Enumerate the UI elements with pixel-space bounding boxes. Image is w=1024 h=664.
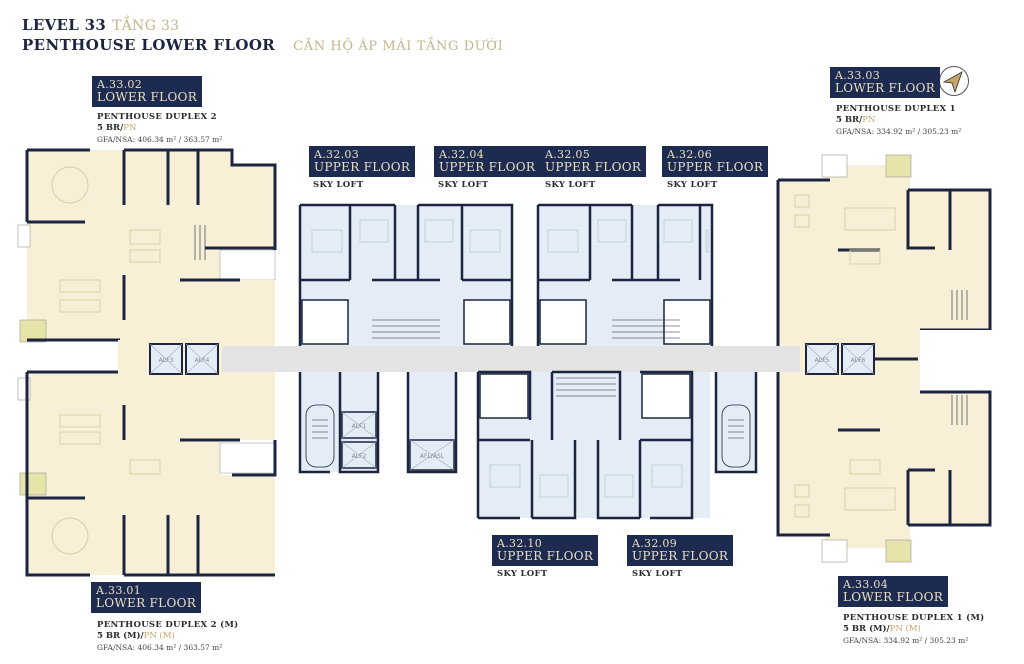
unit-code: A.32.06 xyxy=(667,148,713,161)
unit-code: A.32.05 xyxy=(545,148,591,161)
unit-type: SKY LOFT xyxy=(632,569,683,579)
core-center xyxy=(298,372,758,474)
unit-gfa: GFA/NSA: 334.92 m² / 305.23 m² xyxy=(836,127,962,136)
unit-gfa: GFA/NSA: 334.92 m² / 305.23 m² xyxy=(843,636,969,645)
unit-a3304-plan xyxy=(776,372,992,563)
unit-tag-a3206[interactable]: A.32.06 UPPER FLOOR xyxy=(662,146,769,177)
unit-a3302-plan xyxy=(17,148,277,346)
unit-code: A.32.03 xyxy=(314,148,360,161)
unit-floor: UPPER FLOOR xyxy=(545,160,642,174)
skyloft-top-row xyxy=(298,203,714,346)
unit-code: A.32.04 xyxy=(439,148,485,161)
lift-label-alf5: ALF5 xyxy=(815,357,830,364)
unit-info-a3302: PENTHOUSE DUPLEX 2 5 BR/PN GFA/NSA: 406.… xyxy=(97,112,222,145)
title-block: LEVEL 33 TẦNG 33 PENTHOUSE LOWER FLOOR CĂN… xyxy=(22,16,503,54)
level-title: LEVEL 33 TẦNG 33 xyxy=(22,16,503,34)
unit-gfa: GFA/NSA: 406.34 m² / 363.57 m² xyxy=(97,135,223,144)
unit-name: PENTHOUSE DUPLEX 2 xyxy=(97,112,217,122)
unit-name: PENTHOUSE DUPLEX 2 (M) xyxy=(97,620,239,630)
unit-floor: UPPER FLOOR xyxy=(314,160,411,174)
unit-br: 5 BR/ xyxy=(836,115,863,125)
unit-code: A.32.09 xyxy=(632,537,678,550)
unit-floor: LOWER FLOOR xyxy=(843,590,944,604)
unit-a3303-plan xyxy=(776,154,992,346)
subtitle-vn: CĂN HỘ ÁP MÁI TẦNG DƯỚI xyxy=(293,39,504,54)
unit-floor: UPPER FLOOR xyxy=(497,549,594,563)
unit-a3301-plan xyxy=(17,370,277,577)
lift-label-alf1: ALF1 xyxy=(352,423,367,430)
lift-label-alf6: ALF6 xyxy=(851,357,866,364)
unit-floor: UPPER FLOOR xyxy=(632,549,729,563)
lift-label-alf2: ALF2 xyxy=(352,453,367,460)
unit-code: A.33.04 xyxy=(843,578,889,591)
level-en: LEVEL 33 xyxy=(22,16,107,34)
unit-tag-a3203[interactable]: A.32.03 UPPER FLOOR xyxy=(309,146,416,177)
unit-pn: PN xyxy=(123,123,137,133)
unit-floor: LOWER FLOOR xyxy=(96,596,197,610)
unit-tag-a3204[interactable]: A.32.04 UPPER FLOOR xyxy=(434,146,541,177)
unit-type: SKY LOFT xyxy=(438,180,489,190)
unit-tag-a3302[interactable]: A.33.02 LOWER FLOOR xyxy=(92,76,203,107)
unit-br: 5 BR (M)/ xyxy=(843,624,890,634)
unit-code: A.32.10 xyxy=(497,537,543,550)
unit-name: PENTHOUSE DUPLEX 1 xyxy=(836,104,956,114)
unit-floor: LOWER FLOOR xyxy=(835,81,936,95)
corridor xyxy=(222,346,802,372)
lift-label-alf4: ALF4 xyxy=(195,357,210,364)
unit-code: A.33.01 xyxy=(96,584,142,597)
unit-type: SKY LOFT xyxy=(497,569,548,579)
subtitle: PENTHOUSE LOWER FLOOR CĂN HỘ ÁP MÁI TẦNG … xyxy=(22,36,503,54)
unit-type: SKY LOFT xyxy=(313,180,364,190)
lift-label-alf3: ALF3 xyxy=(159,357,174,364)
skyloft-bottom-row xyxy=(476,370,710,520)
unit-info-a3304: PENTHOUSE DUPLEX 1 (M) 5 BR (M)/PN (M) G… xyxy=(843,613,985,646)
unit-info-a3301: PENTHOUSE DUPLEX 2 (M) 5 BR (M)/PN (M) G… xyxy=(97,620,239,653)
unit-code: A.33.02 xyxy=(97,78,143,91)
unit-code: A.33.03 xyxy=(835,69,881,82)
subtitle-en: PENTHOUSE LOWER FLOOR xyxy=(22,36,276,54)
unit-tag-a3210[interactable]: A.32.10 UPPER FLOOR xyxy=(492,535,599,566)
unit-floor: UPPER FLOOR xyxy=(439,160,536,174)
unit-tag-a3205[interactable]: A.32.05 UPPER FLOOR xyxy=(540,146,647,177)
lift-label-afl-asl: AFL/ASL xyxy=(420,453,445,460)
unit-pn: PN (M) xyxy=(143,631,175,641)
unit-gfa: GFA/NSA: 406.34 m² / 363.57 m² xyxy=(97,643,223,652)
unit-type: SKY LOFT xyxy=(545,180,596,190)
unit-floor: UPPER FLOOR xyxy=(667,160,764,174)
lift-core-right xyxy=(800,330,990,390)
unit-br: 5 BR/ xyxy=(97,123,124,133)
unit-floor: LOWER FLOOR xyxy=(97,90,198,104)
unit-type: SKY LOFT xyxy=(667,180,718,190)
unit-name: PENTHOUSE DUPLEX 1 (M) xyxy=(843,613,985,623)
unit-tag-a3301[interactable]: A.33.01 LOWER FLOOR xyxy=(91,582,202,613)
unit-br: 5 BR (M)/ xyxy=(97,631,144,641)
unit-tag-a3303[interactable]: A.33.03 LOWER FLOOR xyxy=(830,67,941,98)
level-vn: TẦNG 33 xyxy=(112,18,180,34)
unit-tag-a3209[interactable]: A.32.09 UPPER FLOOR xyxy=(627,535,734,566)
north-arrow-icon xyxy=(939,66,969,96)
lift-core-left xyxy=(118,340,222,378)
unit-tag-a3304[interactable]: A.33.04 LOWER FLOOR xyxy=(838,576,949,607)
unit-pn: PN (M) xyxy=(889,624,921,634)
unit-pn: PN xyxy=(862,115,876,125)
unit-info-a3303: PENTHOUSE DUPLEX 1 5 BR/PN GFA/NSA: 334.… xyxy=(836,104,961,137)
